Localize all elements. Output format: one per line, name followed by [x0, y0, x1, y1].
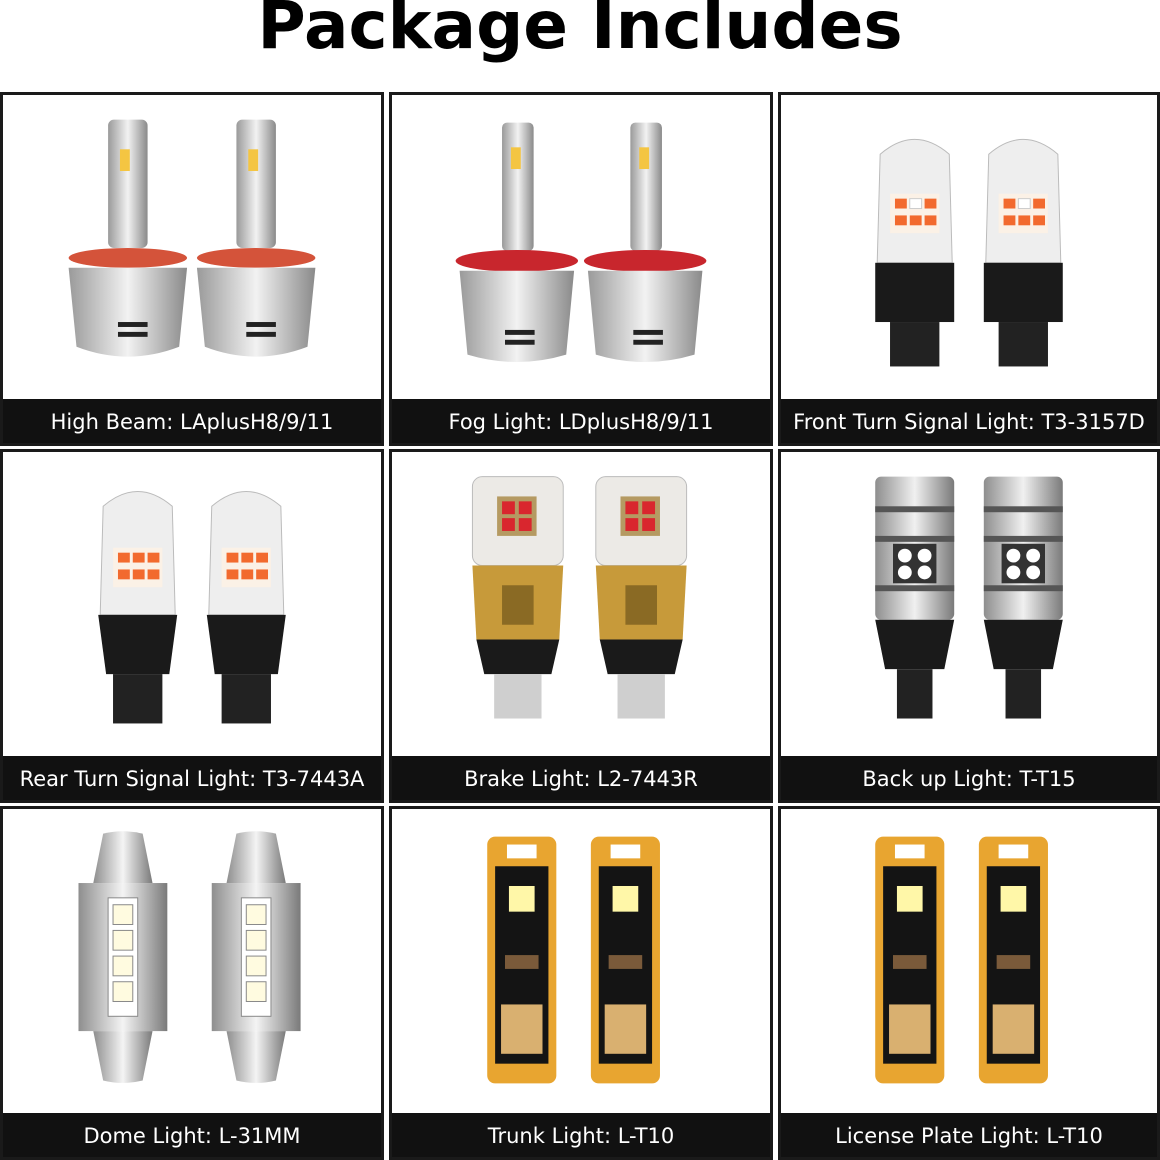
- product-cell-high-beam: High Beam: LAplusH8/9/11: [0, 92, 384, 446]
- product-cell-license-plate-light: License Plate Light: L-T10: [778, 806, 1160, 1160]
- product-caption: Trunk Light: L-T10: [392, 1113, 770, 1157]
- backup-bulb-icon: [781, 452, 1157, 758]
- product-grid: High Beam: LAplusH8/9/11: [0, 92, 1160, 1160]
- brake-bulb-icon: [392, 452, 770, 758]
- t10-bulb-icon: [781, 809, 1157, 1115]
- page-title: Package Includes: [257, 0, 903, 64]
- headlight-bulb-icon: [3, 95, 381, 401]
- product-cell-dome-light: Dome Light: L-31MM: [0, 806, 384, 1160]
- fog-bulb-icon: [392, 95, 770, 401]
- product-caption: License Plate Light: L-T10: [781, 1113, 1157, 1157]
- product-caption: Back up Light: T-T15: [781, 756, 1157, 800]
- product-caption: Rear Turn Signal Light: T3-7443A: [3, 756, 381, 800]
- product-cell-backup-light: Back up Light: T-T15: [778, 449, 1160, 803]
- product-caption: Fog Light: LDplusH8/9/11: [392, 399, 770, 443]
- festoon-bulb-icon: [3, 809, 381, 1115]
- product-cell-fog-light: Fog Light: LDplusH8/9/11: [389, 92, 773, 446]
- turn-signal-bulb-icon: [3, 452, 381, 758]
- product-caption: Dome Light: L-31MM: [3, 1113, 381, 1157]
- product-cell-rear-turn-signal: Rear Turn Signal Light: T3-7443A: [0, 449, 384, 803]
- product-cell-front-turn-signal: Front Turn Signal Light: T3-3157D: [778, 92, 1160, 446]
- product-cell-brake-light: Brake Light: L2-7443R: [389, 449, 773, 803]
- product-caption: Front Turn Signal Light: T3-3157D: [781, 399, 1157, 443]
- product-caption: Brake Light: L2-7443R: [392, 756, 770, 800]
- t10-bulb-icon: [392, 809, 770, 1115]
- product-cell-trunk-light: Trunk Light: L-T10: [389, 806, 773, 1160]
- turn-signal-bulb-icon: [781, 95, 1157, 401]
- product-caption: High Beam: LAplusH8/9/11: [3, 399, 381, 443]
